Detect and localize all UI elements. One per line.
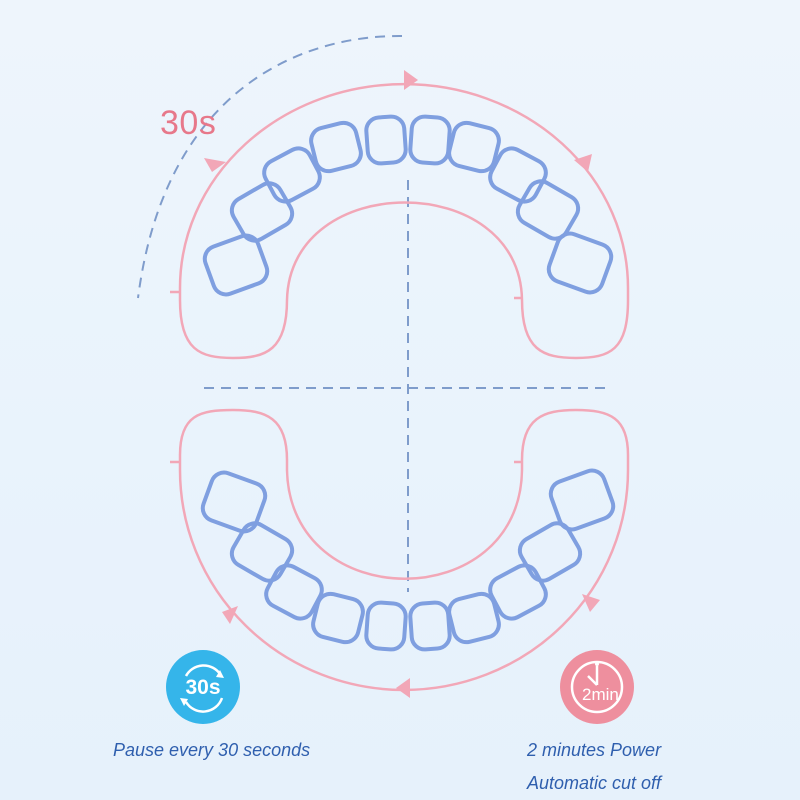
upper-tooth-10 [546, 231, 614, 295]
upper-tooth-1 [202, 233, 270, 297]
arrow-upper-left [204, 158, 226, 172]
power-badge: 2min [560, 650, 634, 724]
upper-tooth-7 [447, 120, 501, 174]
lower-right-hook [520, 408, 630, 470]
arrow-lower-left [222, 606, 238, 624]
arrow-lower-right [582, 594, 600, 612]
pause-badge-text: 30s [185, 675, 221, 699]
lower-tooth-6 [408, 600, 452, 652]
upper-tooth-9 [515, 179, 581, 241]
pause-badge: 30s [166, 650, 240, 724]
teeth [200, 114, 616, 652]
power-caption-line2: Automatic cut off [527, 773, 662, 793]
upper-tooth-6 [408, 114, 452, 166]
arrow-bottom [396, 678, 410, 698]
lower-tooth-10 [548, 468, 616, 532]
lower-tooth-1 [200, 470, 268, 534]
upper-tooth-8 [488, 146, 548, 204]
pause-caption: Pause every 30 seconds [113, 740, 311, 760]
upper-tooth-2 [229, 181, 295, 243]
upper-tooth-5 [364, 114, 408, 166]
upper-outer-path [178, 83, 630, 289]
timer-30s-icon [180, 664, 224, 713]
upper-tooth-4 [309, 120, 363, 174]
upper-right-hook [520, 288, 630, 360]
arrow-top [404, 70, 418, 90]
power-caption-line1: 2 minutes Power [527, 740, 662, 760]
upper-tooth-3 [262, 146, 322, 204]
clock-2min-icon [570, 660, 624, 714]
upper-left-hook [178, 288, 289, 360]
timer-label: 30s [160, 104, 217, 142]
lower-tooth-5 [364, 600, 408, 652]
lower-inner-path [285, 469, 524, 580]
lower-tooth-7 [447, 591, 501, 645]
lower-tooth-9 [517, 521, 583, 583]
power-badge-unit: min [591, 685, 619, 704]
upper-inner-path [285, 201, 524, 301]
arrow-upper-right [574, 154, 592, 172]
power-badge-text: 2min [582, 685, 619, 705]
timer-arc [137, 34, 403, 299]
lower-left-hook [178, 408, 289, 470]
lower-tooth-4 [311, 591, 365, 645]
power-badge-num: 2 [582, 685, 592, 704]
